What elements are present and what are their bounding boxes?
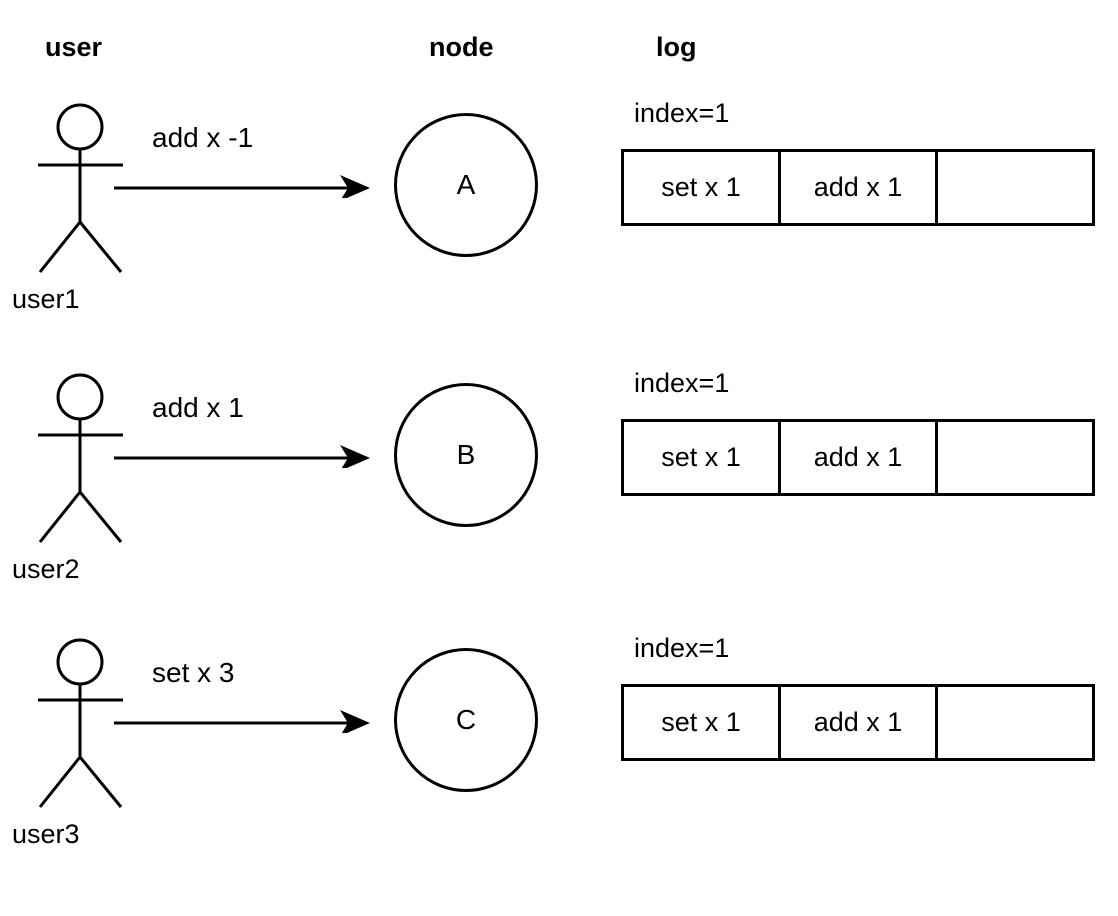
node-circle: A — [394, 113, 538, 257]
log-index-label: index=1 — [634, 368, 730, 398]
log-index-label: index=1 — [634, 98, 730, 128]
message-label: add x 1 — [152, 392, 244, 423]
node-label: C — [455, 704, 477, 735]
stick-figure-icon — [28, 370, 158, 555]
log-entry-cell: add x 1 — [781, 152, 938, 223]
node-label: B — [456, 439, 476, 470]
message-label: add x -1 — [152, 122, 254, 153]
diagram-row: user3 set x 3 C index=1 set x 1 add x 1 — [0, 635, 1118, 865]
node-circle: B — [394, 383, 538, 527]
log-table: set x 1 add x 1 — [621, 419, 1095, 496]
log-entry-cell-empty — [938, 152, 1092, 223]
actor-label: user2 — [12, 554, 80, 584]
log-entry-cell: set x 1 — [624, 152, 781, 223]
column-header-log: log — [656, 32, 697, 62]
column-header-node: node — [429, 32, 494, 62]
actor-label: user3 — [12, 819, 80, 849]
log-table: set x 1 add x 1 — [621, 149, 1095, 226]
log-index-label: index=1 — [634, 633, 730, 663]
diagram-row: user2 add x 1 B index=1 set x 1 add x 1 — [0, 370, 1118, 600]
node-label: A — [456, 169, 476, 200]
diagram-row: user1 add x -1 A index=1 set x 1 add x 1 — [0, 100, 1118, 330]
log-entry-cell-empty — [938, 422, 1092, 493]
log-table: set x 1 add x 1 — [621, 684, 1095, 761]
log-entry-cell: set x 1 — [624, 687, 781, 758]
column-header-user: user — [45, 32, 103, 62]
log-entry-cell: add x 1 — [781, 687, 938, 758]
actor-label: user1 — [12, 284, 80, 314]
stick-figure-icon — [28, 635, 158, 820]
message-label: set x 3 — [152, 657, 235, 688]
log-entry-cell: set x 1 — [624, 422, 781, 493]
message-arrow-icon — [112, 432, 378, 468]
message-arrow-icon — [112, 162, 378, 198]
message-arrow-icon — [112, 697, 378, 733]
log-entry-cell-empty — [938, 687, 1092, 758]
node-circle: C — [394, 648, 538, 792]
stick-figure-icon — [28, 100, 158, 285]
log-entry-cell: add x 1 — [781, 422, 938, 493]
